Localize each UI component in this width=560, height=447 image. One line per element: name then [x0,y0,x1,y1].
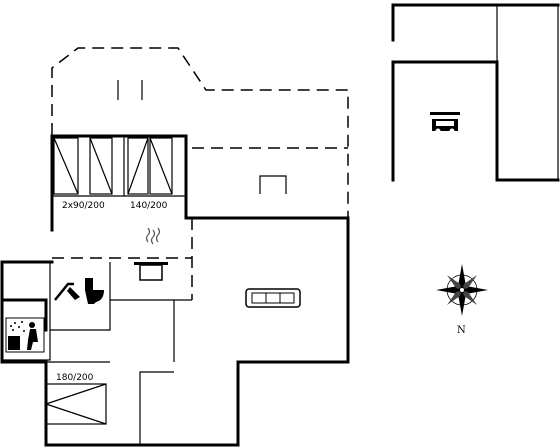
carport [391,3,560,182]
toilet-icon [85,278,104,304]
terrace-outline [51,47,349,300]
sauna-icon [5,317,45,353]
compass-north-label: N [457,325,466,336]
bedroom-b-bed-label: 140/200 [130,201,168,211]
interior-walls [2,262,192,445]
bedroom-c-bed-label: 180/200 [56,373,94,383]
compass-rose-icon [436,264,488,316]
fireplace-icon [259,175,287,194]
shower-icon [54,282,80,301]
main-house-walls [0,216,350,447]
car-icon [430,112,460,134]
bed-outline [45,383,107,425]
cooking-pot-icon [134,227,168,281]
bedroom-a-bed-label: 2x90/200 [62,201,105,211]
bedroom-block [50,134,188,232]
sofa-icon [245,288,301,308]
wardrobes [53,137,173,195]
